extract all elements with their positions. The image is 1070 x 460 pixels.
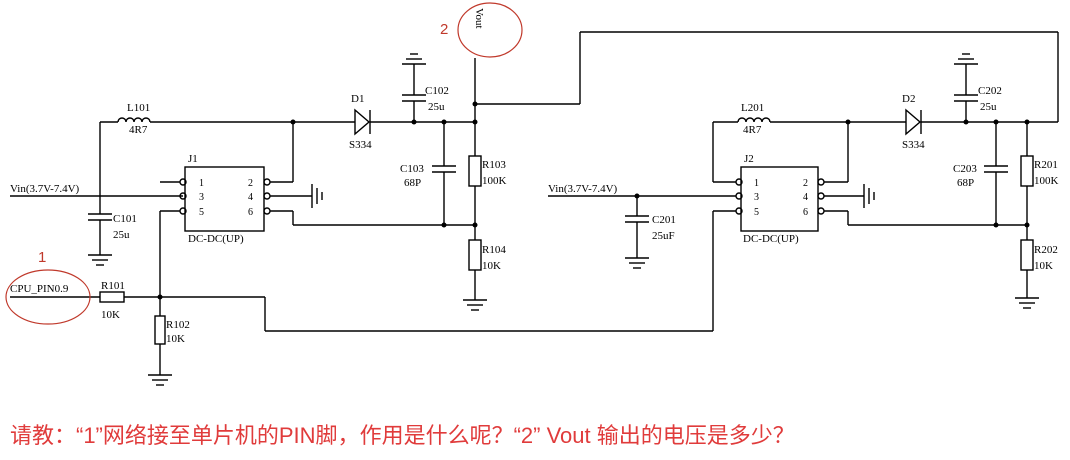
c102-value: 25u (428, 101, 445, 113)
ground-j1-pin4 (311, 184, 323, 208)
annotation-marker-1: 1 (38, 249, 46, 266)
chip-j1-name: J1 (188, 153, 198, 165)
ground-c202 (954, 53, 978, 65)
c203-value: 68P (957, 177, 974, 189)
l101-name: L101 (127, 102, 150, 114)
annotation-circle-2 (457, 2, 523, 58)
r103-name: R103 (482, 159, 506, 171)
d1-value: S334 (349, 139, 372, 151)
c103-name: C103 (400, 163, 424, 175)
d1-name: D1 (351, 93, 364, 105)
diode-d2 (905, 108, 922, 136)
right-circuit: Vin(3.7V-7.4V) C201 25uF L201 4R7 J2 DC-… (548, 53, 1059, 309)
resistor-r202 (1020, 239, 1034, 271)
chip-j2-part: DC-DC(UP) (743, 233, 799, 245)
r104-name: R104 (482, 244, 506, 256)
l201-name: L201 (741, 102, 764, 114)
r102-value: 10K (166, 333, 185, 345)
c201-value: 25uF (652, 230, 675, 242)
c203-name: C203 (953, 163, 977, 175)
j1-pin-4: 4 (248, 192, 253, 203)
j2-pin-1: 1 (754, 178, 759, 189)
c202-name: C202 (978, 85, 1002, 97)
l201-value: 4R7 (743, 124, 762, 136)
ground-r202 (1015, 297, 1039, 309)
resistor-r201 (1020, 155, 1034, 187)
c102-name: C102 (425, 85, 449, 97)
j2-pin-3: 3 (754, 192, 759, 203)
r102-name: R102 (166, 319, 190, 331)
annotation-circle-1 (5, 269, 91, 325)
r202-value: 10K (1034, 260, 1053, 272)
r201-value: 100K (1034, 175, 1059, 187)
ground-c101 (88, 254, 112, 266)
j1-pin-6: 6 (248, 207, 253, 218)
c101-name: C101 (113, 213, 137, 225)
vout-label: Vout (473, 8, 485, 29)
resistor-r103 (468, 155, 482, 187)
junction (290, 119, 296, 125)
j2-pin-6: 6 (803, 207, 808, 218)
vin-label-left: Vin(3.7V-7.4V) (10, 183, 80, 195)
chip-j1-part: DC-DC(UP) (188, 233, 244, 245)
ground-r102 (148, 374, 172, 386)
r101-name: R101 (101, 280, 125, 292)
d2-name: D2 (902, 93, 915, 105)
vin-label-right: Vin(3.7V-7.4V) (548, 183, 618, 195)
resistor-r102 (154, 315, 166, 345)
chip-j2-name: J2 (744, 153, 754, 165)
ground-c201 (625, 257, 649, 269)
inductor-l201 (737, 117, 771, 123)
cpu-pin-label: CPU_PIN0.9 (10, 283, 69, 295)
left-circuit: Vin(3.7V-7.4V) L101 4R7 C101 25u J1 DC-D… (10, 8, 1059, 386)
j1-pin-2: 2 (248, 178, 253, 189)
j2-pin-2: 2 (803, 178, 808, 189)
r201-name: R201 (1034, 159, 1058, 171)
c101-value: 25u (113, 229, 130, 241)
annotation-marker-2: 2 (440, 21, 448, 38)
r202-name: R202 (1034, 244, 1058, 256)
ground-c102 (402, 53, 426, 65)
question-text: 请教：“1”网络接至单片机的PIN脚，作用是什么呢？“2” Vout 输出的电压… (10, 423, 795, 448)
j1-pin-3: 3 (199, 192, 204, 203)
resistor-r104 (468, 239, 482, 271)
j1-pin-5: 5 (199, 207, 204, 218)
c201-name: C201 (652, 214, 676, 226)
resistor-r101 (99, 291, 125, 303)
j1-pin-1: 1 (199, 178, 204, 189)
ground-j2-pin4 (863, 184, 875, 208)
j2-pin-4: 4 (803, 192, 808, 203)
d2-value: S334 (902, 139, 925, 151)
l101-value: 4R7 (129, 124, 148, 136)
r104-value: 10K (482, 260, 501, 272)
r101-value: 10K (101, 309, 120, 321)
inductor-l101 (117, 117, 151, 123)
c103-value: 68P (404, 177, 421, 189)
ground-r104 (463, 299, 487, 311)
c202-value: 25u (980, 101, 997, 113)
r103-value: 100K (482, 175, 507, 187)
diode-d1 (354, 108, 371, 136)
j2-pin-5: 5 (754, 207, 759, 218)
